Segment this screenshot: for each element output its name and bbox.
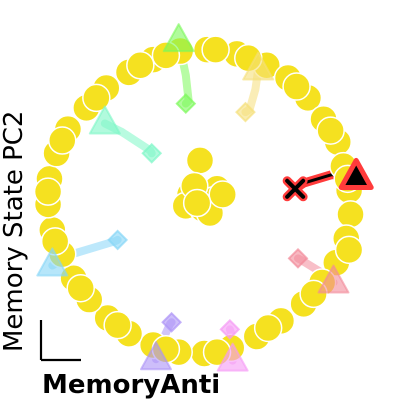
ring-point-46 bbox=[103, 310, 132, 340]
trajectory-start-triangle-1 bbox=[242, 51, 275, 81]
ring-point-41 bbox=[334, 235, 364, 265]
trajectory-end-marker-1 bbox=[235, 101, 256, 123]
trajectory-start-triangle-2 bbox=[88, 105, 121, 135]
trajectory-end-marker-3 bbox=[107, 229, 129, 251]
trajectory-end-marker-2 bbox=[141, 142, 163, 164]
scale-bar bbox=[39, 320, 81, 362]
cluster-points-layer bbox=[171, 146, 237, 228]
cluster-point-9 bbox=[208, 180, 237, 209]
ring-point-38 bbox=[282, 72, 311, 101]
ring-point-47 bbox=[66, 273, 95, 303]
cluster-point-10 bbox=[182, 188, 212, 218]
ring-point-10 bbox=[336, 200, 365, 229]
trajectory-start-triangle-4 bbox=[139, 341, 172, 371]
trajectory-end-marker-5 bbox=[219, 318, 241, 340]
ring-point-39 bbox=[316, 116, 345, 145]
ring-point-43 bbox=[253, 313, 283, 343]
trajectory-start-triangle-0 bbox=[162, 23, 195, 53]
trajectory-end-marker-4 bbox=[161, 311, 183, 333]
cluster-point-0 bbox=[185, 146, 215, 175]
trajectory-start-triangle-7 bbox=[338, 157, 374, 190]
trajectory-end-marker-6 bbox=[287, 247, 309, 269]
ring-point-51 bbox=[82, 83, 111, 113]
trajectory-endpoints-layer bbox=[36, 23, 374, 372]
y-axis-label: Memory State PC2 bbox=[0, 111, 29, 352]
ring-point-49 bbox=[33, 177, 63, 206]
ring-point-48 bbox=[40, 227, 70, 256]
ring-point-52 bbox=[126, 51, 155, 80]
trajectory-start-triangle-5 bbox=[216, 342, 249, 372]
x-axis-label: MemoryAnti bbox=[42, 370, 220, 400]
trajectory-start-triangle-3 bbox=[36, 247, 69, 277]
trajectory-start-triangle-6 bbox=[317, 264, 350, 294]
trajectory-end-marker-0 bbox=[175, 93, 197, 115]
trajectory-end-cross-7 bbox=[285, 178, 306, 199]
ring-point-35 bbox=[201, 35, 230, 64]
ring-point-50 bbox=[48, 126, 77, 155]
